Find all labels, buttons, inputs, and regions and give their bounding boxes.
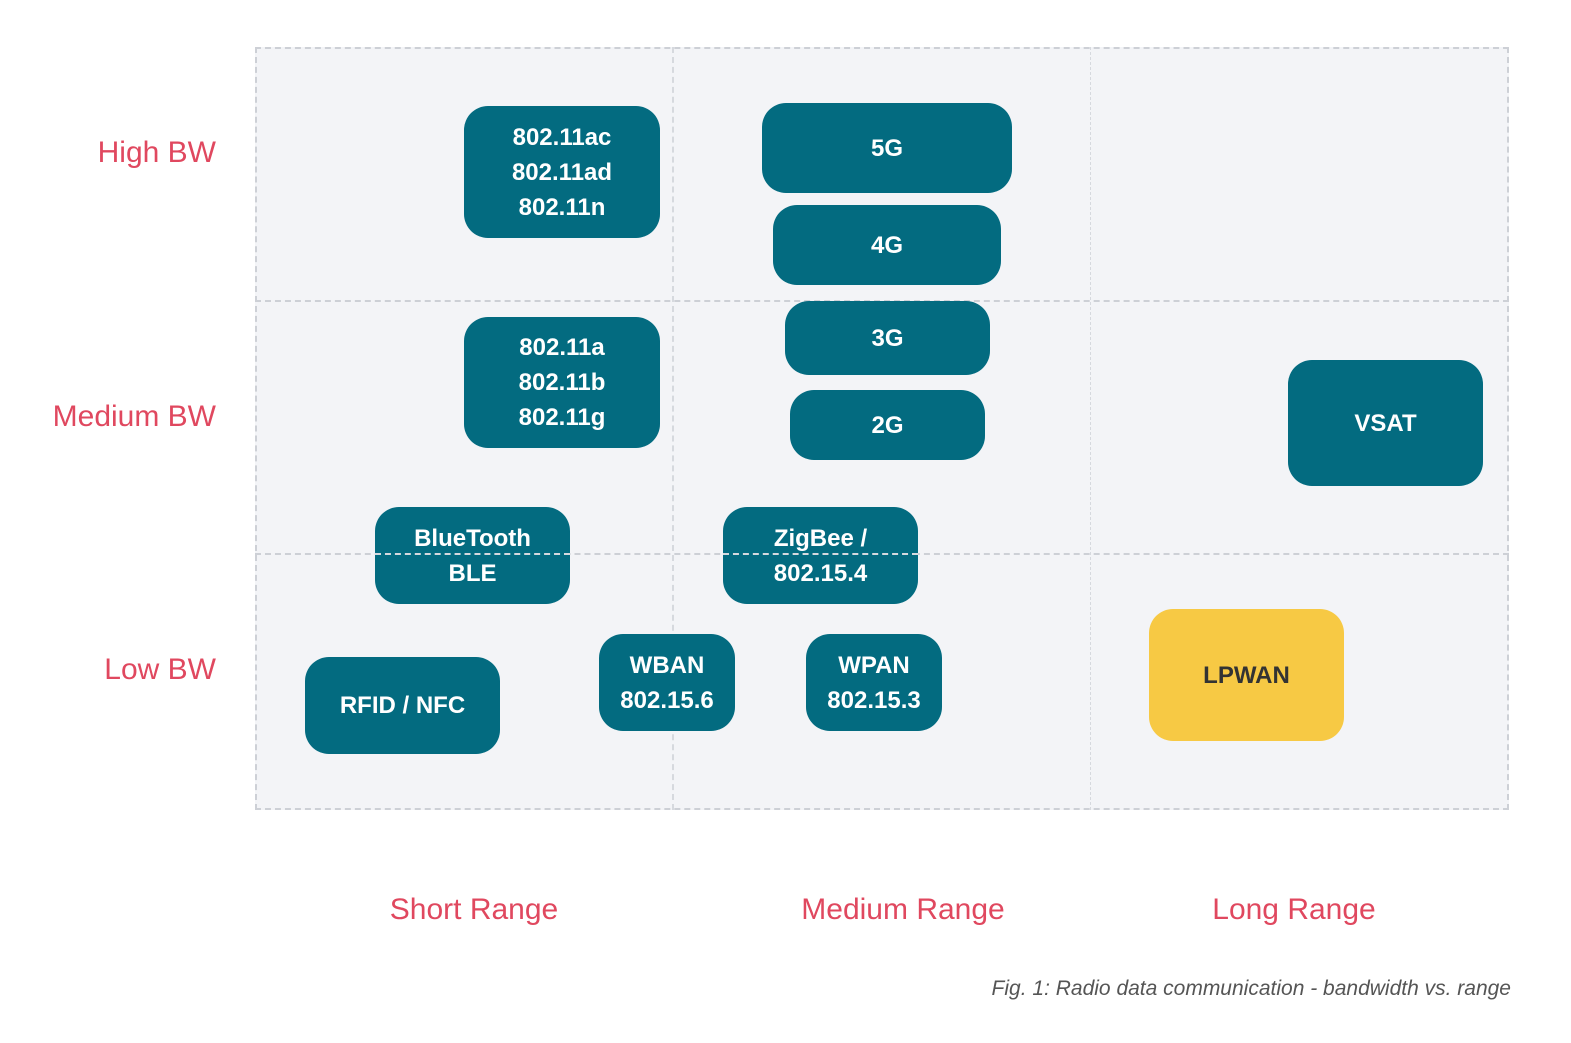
node-line: LPWAN (1203, 661, 1290, 689)
node-line: 802.11ad (511, 158, 613, 186)
node-line: 802.11ac (512, 123, 612, 151)
node-line: 802.15.3 (827, 686, 921, 714)
y-label-high-bw: High BW (97, 136, 216, 169)
node-line: 802.15.4 (773, 559, 868, 587)
node-line: 802.11g (518, 404, 606, 431)
node-vsat: VSAT (1288, 360, 1483, 486)
node-bluetooth: BlueTooth BLE (375, 507, 570, 604)
grid-line-over-zigbee (723, 553, 918, 555)
node-line: 4G (870, 231, 903, 259)
node-line: BlueTooth (414, 524, 531, 552)
node-5g: 5G (762, 103, 1012, 193)
node-line: RFID / NFC (339, 692, 466, 719)
node-2g: 2G (790, 390, 985, 460)
node-lpwan: LPWAN (1149, 609, 1344, 741)
node-line: 802.11n (518, 193, 606, 221)
grid-line-over-bluetooth (375, 553, 570, 555)
y-label-medium-bw: Medium BW (52, 400, 216, 433)
grid-divider-medium-long (1090, 47, 1091, 810)
node-zigbee: ZigBee / 802.15.4 (723, 507, 918, 604)
node-line: ZigBee / (773, 524, 868, 552)
x-label-long-range: Long Range (1212, 893, 1376, 926)
node-line: 3G (871, 324, 904, 352)
node-line: WPAN (838, 651, 910, 679)
node-4g: 4G (773, 205, 1001, 285)
node-line: VSAT (1354, 409, 1417, 437)
node-line: 802.11a (519, 334, 605, 361)
node-line: 802.11b (518, 369, 606, 396)
figure-caption: Fig. 1: Radio data communication - bandw… (991, 977, 1511, 1000)
node-wifi-high-bw: 802.11ac 802.11ad 802.11n (464, 106, 660, 238)
node-line: 802.15.6 (620, 686, 714, 714)
node-wifi-medium-bw: 802.11a 802.11b 802.11g (464, 317, 660, 448)
x-label-short-range: Short Range (389, 893, 559, 926)
node-line: WBAN (629, 651, 705, 679)
grid-divider-short-medium (672, 47, 674, 810)
node-wpan: WPAN 802.15.3 (806, 634, 942, 731)
node-3g: 3G (785, 301, 990, 375)
node-rfid-nfc: RFID / NFC (305, 657, 500, 754)
node-wban: WBAN 802.15.6 (599, 634, 735, 731)
node-line: 5G (870, 134, 903, 162)
x-label-medium-range: Medium Range (801, 893, 1005, 926)
y-label-low-bw: Low BW (104, 653, 216, 686)
node-line: 2G (871, 411, 904, 439)
node-line: BLE (448, 559, 497, 587)
